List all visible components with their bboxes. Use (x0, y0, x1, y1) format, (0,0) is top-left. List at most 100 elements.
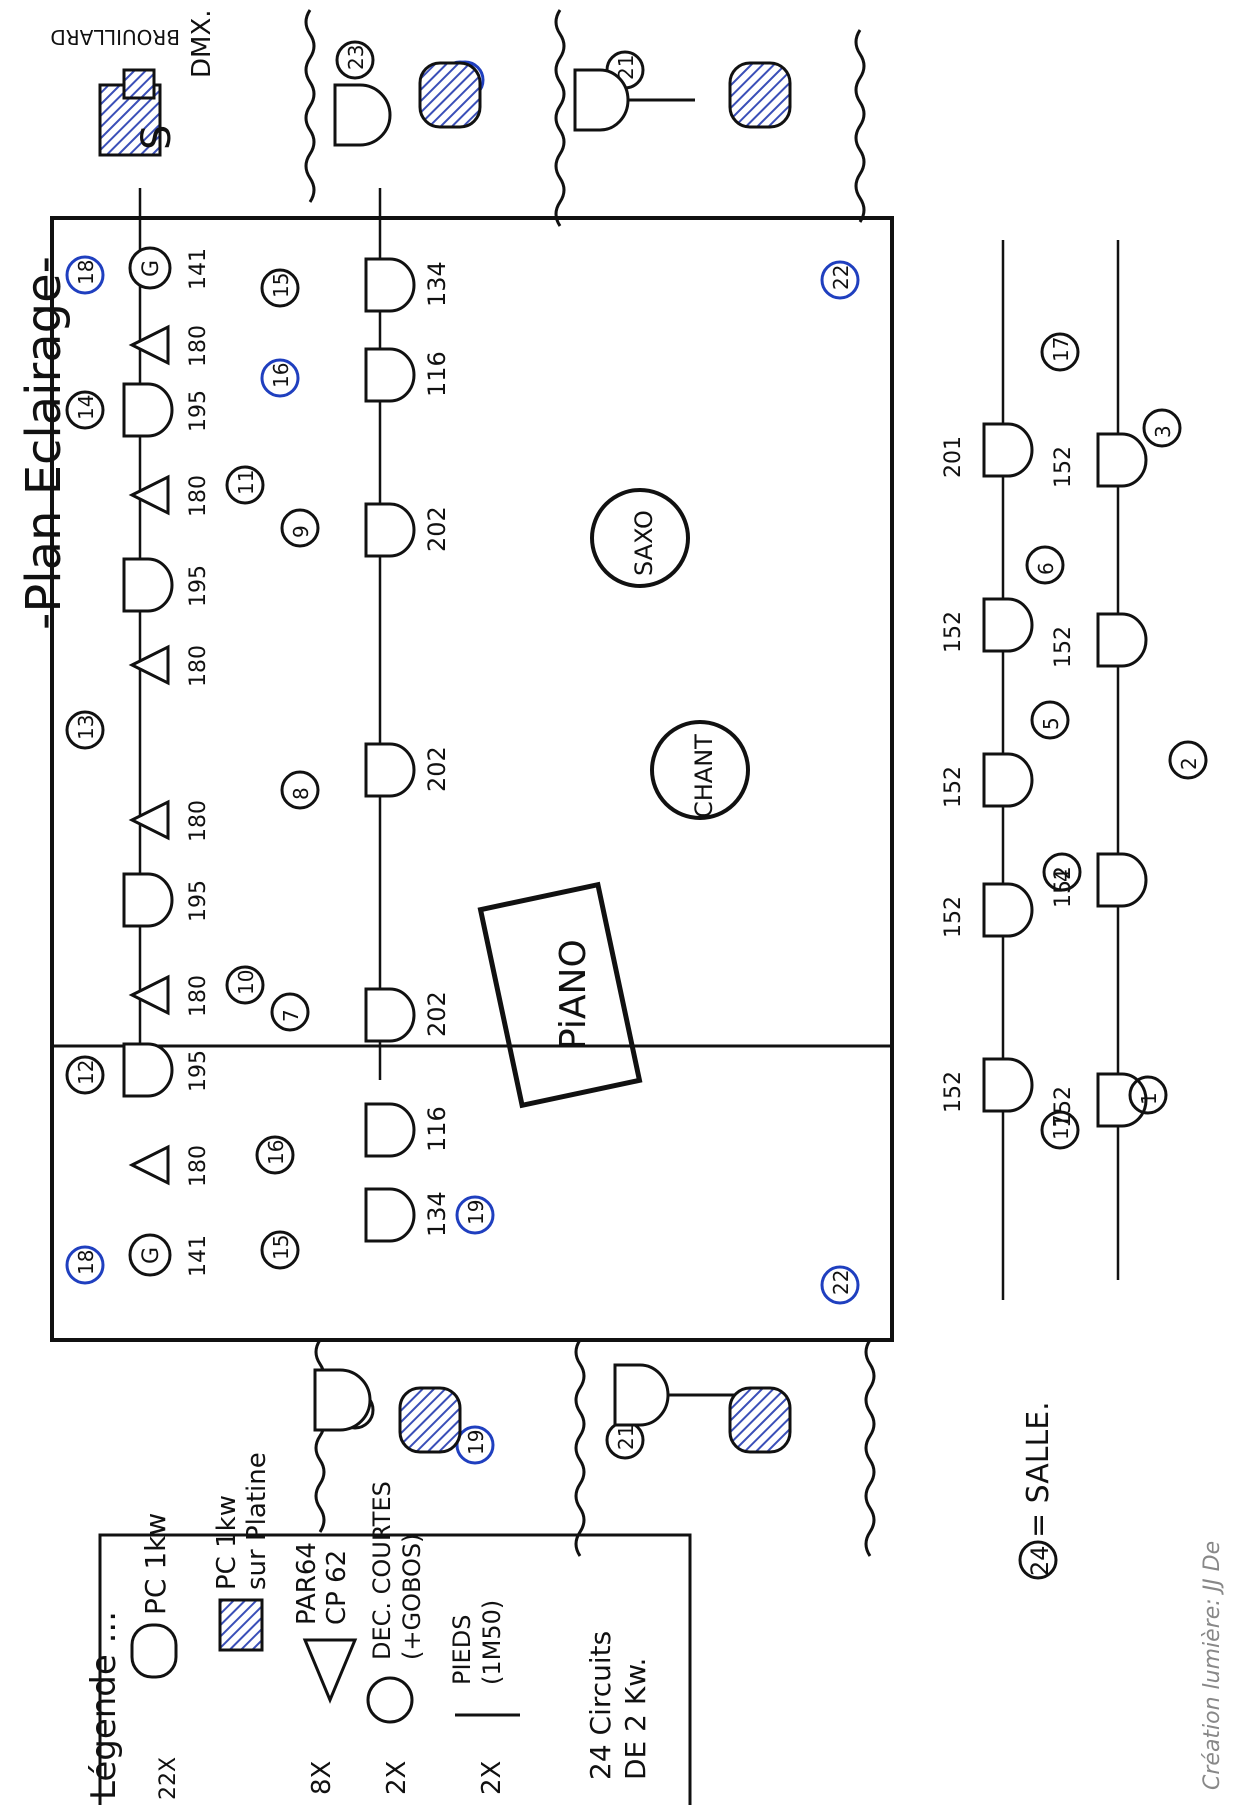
dec-fixture-1 (313, 1368, 372, 1432)
legend-par-l2: CP 62 (322, 1550, 352, 1625)
batten2-fixture-6-gel: 116 (423, 351, 451, 397)
fos2-fixture-1 (1096, 1072, 1148, 1128)
circuit-13 (65, 710, 105, 750)
fog-label: BROUILLARD (50, 25, 180, 49)
circuit-19-b-num: 19 (464, 1200, 488, 1225)
legend-platine-l1: PC 1kw (212, 1495, 242, 1590)
circuit-11 (225, 465, 265, 505)
batten1-fixture-8 (122, 557, 174, 613)
circuit-22 (820, 1265, 860, 1305)
circuit-16-b-num: 16 (269, 363, 293, 388)
batten1-fixture-7-gel: 180 (186, 645, 211, 687)
batten1-fixture-5-gel: 195 (186, 880, 211, 922)
circuit-14-num: 14 (74, 395, 98, 420)
batten2-fixture-6 (364, 347, 416, 403)
legend: Légende ... 22X PC 1kw PC 1kw sur Platin… (84, 1452, 692, 1805)
circuit-10 (225, 965, 265, 1005)
batten2-fixture-5-gel: 202 (423, 506, 451, 552)
circuit-6-num: 6 (1034, 562, 1058, 575)
curtain-wave-1 (304, 9, 316, 203)
batten2-fixture-7 (364, 257, 416, 313)
batten1-fixture-2 (128, 1144, 170, 1186)
circuit-1-num: 1 (1137, 1092, 1161, 1105)
batten1-fixture-1-g: G (139, 1247, 164, 1264)
fos2-fixture-1-gel: 152 (1051, 1086, 1076, 1128)
fos1-fixture-3 (982, 752, 1034, 808)
legend-heading: Légende ... (84, 1611, 124, 1800)
circuit-4 (1042, 852, 1082, 892)
chant-label: CHANT (690, 734, 718, 818)
fos2-fixture-4 (1096, 432, 1148, 488)
circuit-4-num: 4 (1051, 869, 1075, 882)
legend-pieds-l1: PIEDS (448, 1615, 476, 1685)
batten1-fixture-11 (128, 324, 170, 366)
circuit-18-b (65, 255, 105, 295)
batten1-fixture-6-gel: 180 (186, 800, 211, 842)
platine-fixture-4 (728, 61, 792, 129)
circuit-14 (65, 390, 105, 430)
legend-pieds-qty: 2X (477, 1761, 507, 1795)
circuit-11-num: 11 (234, 470, 258, 495)
circuit-16 (255, 1135, 295, 1175)
batten1-fixture-3-gel: 195 (186, 1050, 211, 1092)
circuit-17-b (1040, 332, 1080, 372)
batten1-fixture-5 (122, 872, 174, 928)
batten2-fixture-4-gel: 202 (423, 746, 451, 792)
fog-machine: BROUILLARD DMX. S (50, 9, 217, 157)
circuit-18-b-num: 18 (74, 260, 98, 285)
piano: PiANO (477, 881, 643, 1109)
fos2-fixture-4-gel: 152 (1051, 446, 1076, 488)
batten1-fixture-9 (128, 474, 170, 516)
circuit-15 (260, 1230, 300, 1270)
batten2-fixture-3-gel: 202 (423, 991, 451, 1037)
circuit-2 (1168, 740, 1208, 780)
circuit-2-num: 2 (1177, 757, 1201, 770)
batten2-fixture-7-gel: 134 (423, 261, 451, 307)
dec-fixture-2 (333, 83, 392, 147)
dmx-label: DMX. (187, 9, 217, 78)
fos1-fixture-3-gel: 152 (941, 766, 966, 808)
legend-circ-l1: 24 Circuits (584, 1631, 617, 1780)
circuit-19-num: 19 (464, 1430, 488, 1455)
circuit-16-b (260, 358, 300, 398)
circuit-22-b (820, 260, 860, 300)
platine-fixture-1 (398, 1386, 462, 1454)
curtain-wave-3 (854, 29, 866, 223)
batten1-fixture-12-gel: 141 (186, 248, 211, 290)
fos2-fixture-2 (1096, 852, 1148, 908)
circuit-22-b-num: 22 (829, 265, 853, 290)
circuit-1 (1128, 1075, 1168, 1115)
legend-pc-label: PC 1kw (139, 1513, 172, 1615)
fos1-fixture-5-gel: 201 (941, 436, 966, 478)
piano-label: PiANO (553, 939, 594, 1050)
circuit-5-num: 5 (1039, 717, 1063, 730)
circuit-7-num: 7 (279, 1009, 303, 1022)
legend-dec-l2: (+GOBOS) (398, 1534, 426, 1661)
circuit-5 (1030, 700, 1070, 740)
fos1-fixture-2-gel: 152 (941, 896, 966, 938)
circuit-12 (65, 1055, 105, 1095)
batten2-fixture-2-gel: 116 (423, 1106, 451, 1152)
circuit-21-num: 21 (614, 1425, 638, 1450)
batten1-fixture-1 (128, 1233, 172, 1277)
circuit-23-b (335, 40, 375, 80)
salle-label: = SALLE. (1021, 1401, 1056, 1538)
circuit-15-b (260, 268, 300, 308)
fos1-fixture-2 (982, 882, 1034, 938)
fos1-fixture-1-gel: 152 (941, 1071, 966, 1113)
batten1-fixture-9-gel: 180 (186, 475, 211, 517)
legend-platine-l2: sur Platine (242, 1452, 272, 1590)
circuit-6 (1025, 545, 1065, 585)
stage-outline (50, 188, 1120, 1342)
batten1-fixture-1-gel: 141 (186, 1235, 211, 1277)
circuit-9-num: 9 (289, 525, 313, 538)
batten1-fixture-12 (128, 246, 172, 290)
circuit-10-num: 10 (234, 970, 258, 995)
batten1-fixture-4-gel: 180 (186, 975, 211, 1017)
circuit-8-num: 8 (289, 787, 313, 800)
batten1-fixture-2-gel: 180 (186, 1145, 211, 1187)
batten2-fixture-3 (364, 987, 416, 1043)
legend-pc-icon (130, 1623, 178, 1679)
curtain-wave-5 (574, 1339, 586, 1557)
